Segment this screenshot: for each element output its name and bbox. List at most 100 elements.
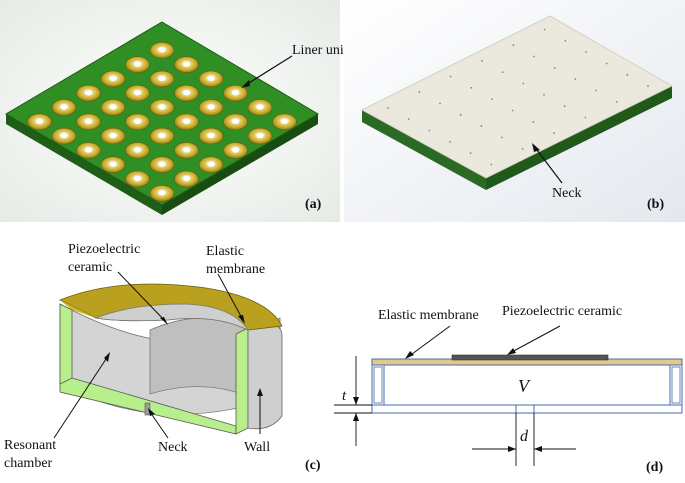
neck-hole	[584, 116, 587, 119]
arrow-elastic	[238, 315, 245, 324]
panel-a: Liner unit (a)	[0, 0, 348, 222]
neck-hole	[553, 66, 556, 69]
arrow-wall	[257, 388, 263, 396]
t-arrow-down	[353, 397, 359, 405]
board-side-right	[162, 114, 318, 215]
label-V: V	[518, 376, 529, 396]
cross-section-right-wall	[235, 327, 249, 435]
label-resonant-1: Resonant	[4, 438, 57, 453]
liner-unit-hole	[158, 162, 166, 167]
label-wall: Wall	[244, 440, 271, 455]
neck-hole	[647, 85, 649, 88]
neck-hole	[470, 86, 473, 89]
label-elastic-2: membrane	[206, 262, 266, 277]
piezo-ceramic-bar	[451, 354, 609, 361]
neck-hole	[459, 113, 462, 116]
neck-hole	[615, 100, 618, 103]
neck-hole	[533, 55, 535, 58]
label-neck-c: Neck	[158, 440, 188, 455]
neck-hole	[511, 109, 514, 112]
liner-unit-hole	[36, 119, 43, 125]
board-side-left	[6, 114, 162, 215]
neck-hole	[481, 59, 483, 62]
liner-unit-hole	[109, 133, 117, 139]
liner-unit-grid	[27, 41, 297, 202]
panel-a-drawing	[0, 0, 340, 222]
plate-side-front	[362, 110, 486, 190]
arrow-resonant	[104, 352, 110, 362]
panel-b-drawing	[344, 0, 685, 222]
panel-d-drawing	[334, 325, 683, 466]
label-resonant-2: chamber	[4, 456, 53, 471]
neck-hole	[449, 140, 451, 143]
neck-hole	[605, 62, 608, 65]
label-piezo-1: Piezoelectric	[68, 242, 141, 257]
neck-hole	[574, 78, 577, 81]
neck-hole	[564, 39, 567, 42]
liner-unit-leader	[243, 55, 293, 87]
liner-unit-hole	[109, 105, 117, 110]
neck-hole	[585, 51, 587, 54]
neck-hole	[543, 93, 545, 96]
neck-hole	[595, 89, 597, 92]
neck-leader	[533, 145, 563, 184]
neck-hole	[501, 136, 503, 139]
liner-unit-hole	[60, 133, 68, 139]
d-arrow-right	[534, 446, 542, 452]
neck-hole	[449, 75, 452, 78]
panel-c-drawing	[0, 226, 340, 483]
liner-unit-hole	[207, 105, 215, 110]
liner-unit-hole	[158, 133, 166, 139]
liner-unit-hole	[134, 148, 141, 153]
plate-side-right	[486, 86, 672, 190]
panel-c: Piezoelectric ceramic Elastic membrane R…	[0, 226, 340, 483]
neck-hole	[501, 71, 504, 74]
neck-hole	[521, 147, 524, 150]
neck-hole	[563, 105, 566, 108]
leader-resonant	[53, 355, 109, 439]
neck-hole	[512, 44, 515, 47]
neck-hole	[387, 106, 389, 109]
liner-unit-hole	[85, 119, 92, 125]
right-wall-inner	[671, 366, 681, 404]
neck-hole	[543, 28, 546, 31]
label-elastic-1: Elastic	[206, 244, 245, 259]
liner-unit-hole	[134, 176, 141, 182]
liner-unit-hole	[232, 148, 239, 153]
liner-unit-hole	[183, 176, 190, 182]
neck-hole	[522, 82, 525, 85]
neck-hole	[626, 73, 629, 76]
leader-piezo-d	[509, 325, 561, 354]
panel-d: Elastic membrane Piezoelectric ceramic V…	[320, 226, 685, 483]
liner-unit-hole	[109, 76, 117, 82]
piezo-ceramic-disc	[94, 303, 250, 332]
label-d: d	[520, 428, 528, 445]
liner-unit-hole	[207, 76, 215, 82]
liner-unit-hole	[158, 105, 166, 110]
leader-elastic	[217, 273, 244, 321]
plate-top	[361, 15, 673, 179]
arrow-neck-c	[148, 408, 155, 416]
liner-unit-hole	[134, 91, 141, 96]
liner-unit-hole	[232, 119, 239, 125]
cross-section-left-wall	[59, 303, 73, 385]
neck-opening	[515, 404, 535, 414]
liner-unit-hole	[232, 91, 239, 96]
neck-hole	[553, 132, 555, 135]
label-piezo-d: Piezoelectric ceramic	[502, 304, 623, 319]
leader-piezo	[117, 271, 167, 323]
liner-unit-hole	[207, 162, 215, 167]
arrow-elastic-d	[405, 351, 414, 359]
tag-d: (d)	[646, 460, 664, 475]
panel-b: Neck (b)	[344, 0, 685, 222]
liner-unit-hole	[134, 62, 141, 67]
leader-elastic-d	[407, 325, 451, 358]
liner-unit-hole	[85, 148, 92, 153]
neck-arrowhead	[532, 143, 540, 152]
liner-unit-hole	[183, 91, 190, 96]
membrane-edge	[60, 300, 96, 318]
liner-unit-hole	[158, 76, 166, 82]
tag-c: (c)	[305, 458, 321, 473]
arrow-piezo	[160, 317, 168, 325]
label-elastic-d: Elastic membrane	[378, 308, 479, 323]
